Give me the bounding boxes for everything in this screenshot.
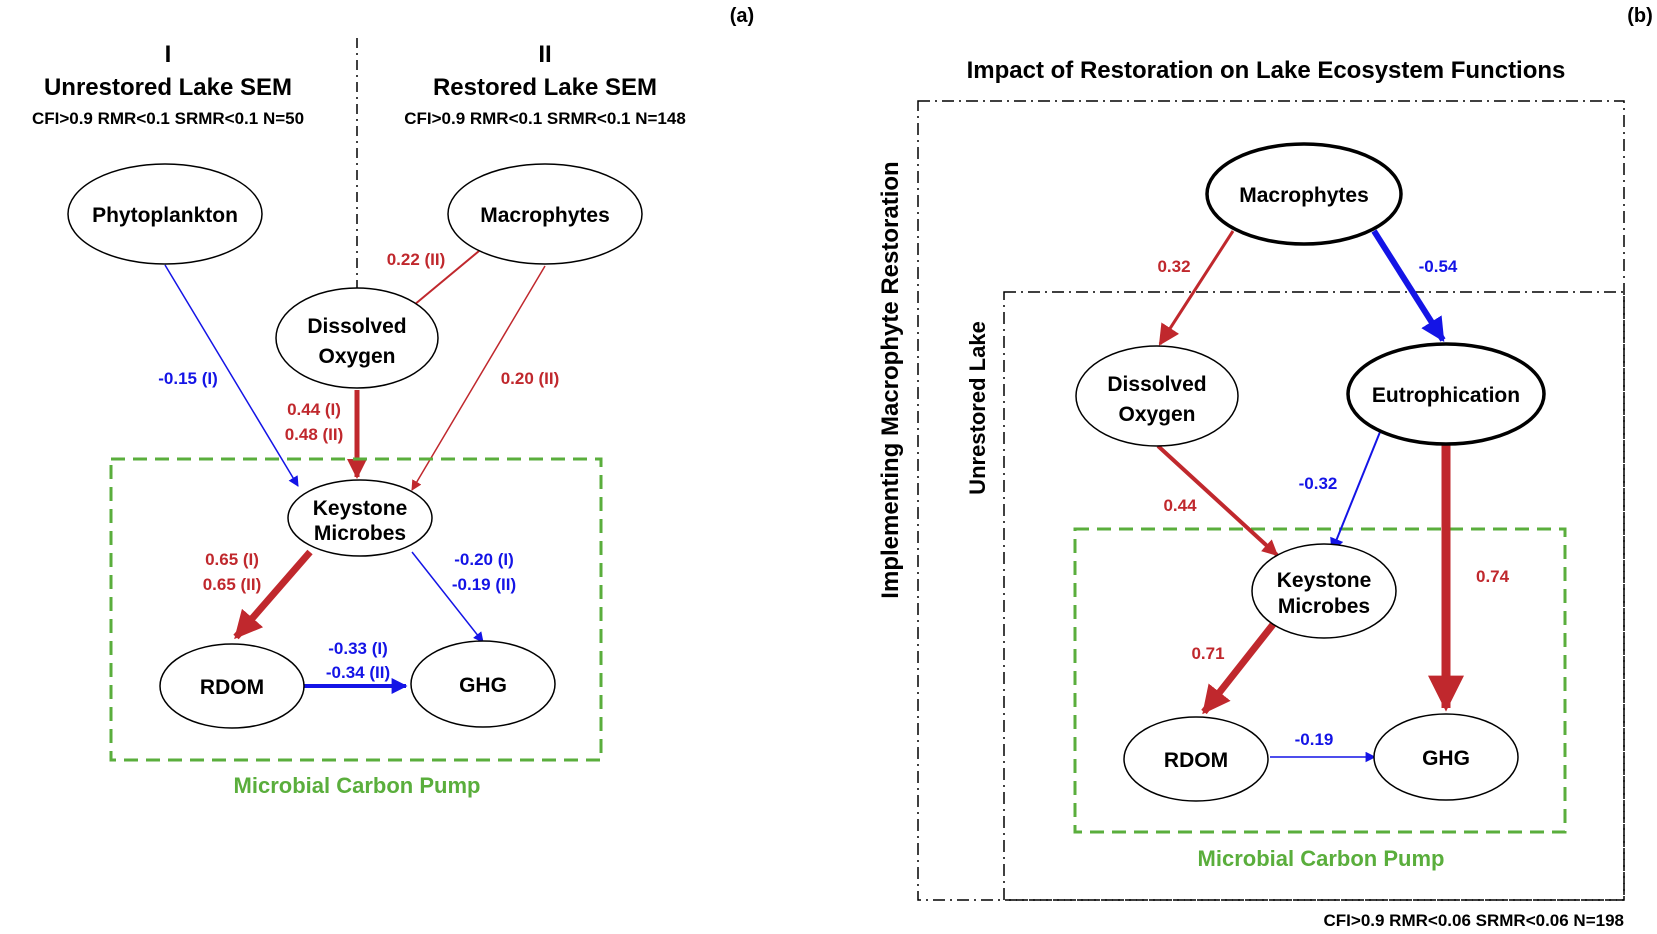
node-ghg-b: GHG [1373,713,1519,801]
edge-label-do-keystone-a-1: 0.44 (I) [287,400,341,419]
unrestored-title: Unrestored Lake SEM [44,74,292,101]
restoration-box [917,100,1625,901]
edge-macrophytes-keystone [411,265,546,491]
unrestored-lake-label: Unrestored Lake [965,321,990,495]
node-ghg-a: GHG [410,640,556,728]
node-rdom-b: RDOM [1123,716,1269,802]
edge-label-keystone-rdom-b: 0.71 [1191,644,1224,663]
eutrophication-label: Eutrophication [1372,384,1520,407]
restored-title: Restored Lake SEM [433,74,657,101]
panel-b-title: Impact of Restoration on Lake Ecosystem … [967,57,1566,84]
rdom-label-a: RDOM [200,676,264,699]
panel-b-fit: CFI>0.9 RMR<0.06 SRMR<0.06 N=198 [1324,911,1624,930]
macrophytes-label-a: Macrophytes [480,204,610,227]
microbial-carbon-pump-box-a [109,457,603,762]
edge-label-rdom-ghg-b: -0.19 [1295,730,1334,749]
edge-label-keystone-rdom-a-1: 0.65 (I) [205,550,259,569]
edge-label-keystone-rdom-a-2: 0.65 (II) [203,575,262,594]
restored-fit: CFI>0.9 RMR<0.1 SRMR<0.1 N=148 [404,109,686,128]
node-keystone-microbes-a: Keystone Microbes [287,479,433,557]
edge-macrophytes-dissolved-oxygen-b [1158,230,1235,346]
edge-label-rdom-ghg-a-1: -0.33 (I) [328,639,388,658]
rdom-label-b: RDOM [1164,749,1228,772]
edge-label-rdom-ghg-a-2: -0.34 (II) [326,663,390,682]
microbial-carbon-pump-box-b [1073,527,1567,834]
restored-roman: II [538,41,551,68]
edge-label-keystone-ghg-a-1: -0.20 (I) [454,550,514,569]
edge-label-macrophytes-do-a: 0.22 (II) [387,250,446,269]
edge-keystone-rdom [233,549,313,640]
edge-dissolved-oxygen-keystone-b [1156,444,1279,557]
edge-label-do-keystone-b: 0.44 [1163,496,1197,515]
panel-b-tag: (b) [1627,5,1653,27]
panel-a: (a) I Unrestored Lake SEM CFI>0.9 RMR<0.… [32,5,754,798]
edge-label-eutrophication-keystone: -0.32 [1299,474,1338,493]
node-keystone-microbes-b: Keystone Microbes [1251,543,1397,639]
edge-label-macrophytes-keystone-a: 0.20 (II) [501,369,560,388]
ghg-label-b: GHG [1422,747,1470,770]
keystone-microbes-label-b-2: Microbes [1278,595,1370,618]
macrophytes-label-b: Macrophytes [1239,184,1369,207]
unrestored-fit: CFI>0.9 RMR<0.1 SRMR<0.1 N=50 [32,109,304,128]
keystone-microbes-label-b-1: Keystone [1277,569,1372,592]
keystone-microbes-label-a-2: Microbes [314,522,406,545]
panel-a-tag: (a) [730,5,754,27]
node-phytoplankton: Phytoplankton [67,163,263,265]
dissolved-oxygen-label-a-1: Dissolved [307,315,406,338]
dissolved-oxygen-label-b-1: Dissolved [1107,373,1206,396]
edge-label-do-keystone-a-2: 0.48 (II) [285,425,344,444]
keystone-microbes-label-a-1: Keystone [313,497,408,520]
edge-label-eutrophication-ghg: 0.74 [1476,567,1510,586]
node-dissolved-oxygen-a: Dissolved Oxygen [275,287,439,389]
edge-macrophytes-eutrophication [1371,229,1446,343]
edge-label-macrophytes-eutrophication: -0.54 [1419,257,1458,276]
microbial-carbon-pump-label-a: Microbial Carbon Pump [234,773,481,798]
microbial-carbon-pump-label-b: Microbial Carbon Pump [1198,846,1445,871]
node-rdom-a: RDOM [159,643,305,729]
restoration-label: Implementing Macrophyte Restoration [877,161,904,598]
dissolved-oxygen-label-b-2: Oxygen [1118,403,1195,426]
unrestored-roman: I [165,41,172,68]
node-macrophytes-a: Macrophytes [447,163,643,265]
node-macrophytes-b: Macrophytes [1205,142,1403,246]
edge-label-keystone-ghg-a-2: -0.19 (II) [452,575,516,594]
ghg-label-a: GHG [459,674,507,697]
edge-eutrophication-keystone [1330,431,1381,553]
edge-label-macrophytes-do-b: 0.32 [1157,257,1190,276]
edge-phytoplankton-keystone [164,264,299,487]
panel-b: (b) Impact of Restoration on Lake Ecosys… [877,5,1653,930]
unrestored-lake-box [1003,291,1625,901]
edge-keystone-ghg [411,551,484,643]
node-dissolved-oxygen-b: Dissolved Oxygen [1075,345,1239,447]
edge-label-phyto-keystone: -0.15 (I) [158,369,218,388]
dissolved-oxygen-label-a-2: Oxygen [318,345,395,368]
edge-keystone-rdom-b [1201,619,1278,715]
phytoplankton-label: Phytoplankton [92,204,238,227]
node-eutrophication: Eutrophication [1346,342,1546,446]
